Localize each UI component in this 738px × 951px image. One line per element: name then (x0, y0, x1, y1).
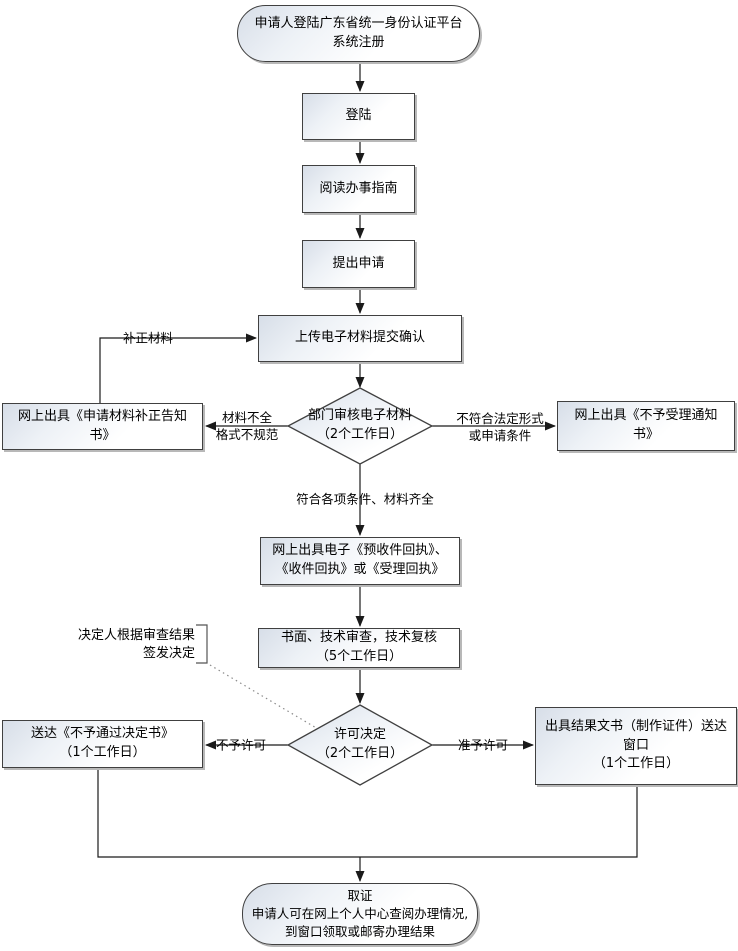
flow-node-read-guide: 阅读办事指南 (302, 165, 415, 213)
edge-label-permitted: 准予许可 (457, 737, 509, 753)
flow-node-deny-decision: 送达《不予通过决定书》 （1个工作日） (2, 720, 203, 768)
flow-node-upload-materials: 上传电子材料提交确认 (258, 315, 462, 362)
edge-label-nonconforming: 不符合法定形式 或申请条件 (456, 411, 544, 443)
flow-node-decision-label: 许可决定 （2个工作日） (316, 727, 404, 761)
flow-node-end: 取证 申请人可在网上个人中心查阅办理情况, 到窗口领取或邮寄办理结果 (242, 883, 478, 945)
annotation-decision-maker: 决定人根据审查结果 签发决定 (77, 628, 195, 661)
decision-diamond-review (286, 387, 434, 465)
flow-node-start: 申请人登陆广东省统一身份认证平台 系统注册 (237, 5, 480, 62)
arrow-supplement-upload (99, 333, 257, 403)
flow-node-receipt: 网上出具电子《预收件回执》、 《收件回执》或《受理回执》 (260, 537, 460, 585)
flow-node-result-document: 出具结果文书（制作证件）送达 窗口 （1个工作日） (535, 707, 737, 785)
connector-merge (97, 768, 638, 858)
edge-label-incomplete-materials: 材料不全 格式不规范 (215, 410, 279, 442)
edge-label-not-permitted: 不予许可 (215, 737, 267, 753)
annotation-dotted-line (209, 664, 319, 730)
flow-node-review-label: 部门审核电子材料 （2个工作日） (307, 408, 412, 442)
flow-node-login: 登陆 (302, 93, 415, 140)
annotation-bracket (196, 624, 208, 664)
decision-diamond-decision (286, 704, 434, 786)
flow-node-reject-notice: 网上出具《不予受理通知 书》 (557, 401, 735, 451)
flow-node-submit-application: 提出申请 (302, 240, 415, 288)
edge-label-conforming: 符合各项条件、材料齐全 (296, 491, 434, 507)
edge-label-supplement-materials: 补正材料 (122, 330, 174, 346)
flow-node-technical-review: 书面、技术审查，技术复核 （5个工作日） (258, 628, 460, 668)
flow-node-supplement-notice: 网上出具《申请材料补正告知 书》 (2, 403, 203, 450)
